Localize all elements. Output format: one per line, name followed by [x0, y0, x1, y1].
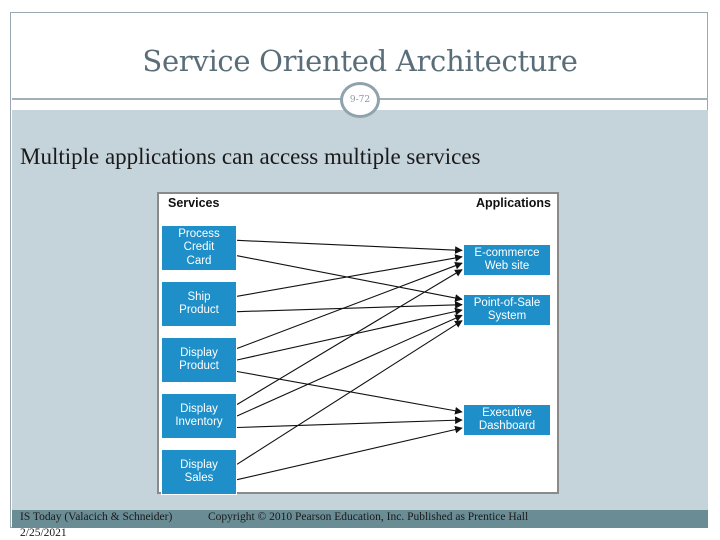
- slide-title: Service Oriented Architecture: [142, 44, 578, 78]
- connection-arrow: [236, 254, 463, 297]
- soa-diagram: Services Applications Process Credit Car…: [157, 192, 559, 495]
- connection-arrow: [236, 301, 463, 313]
- connection-arrow: [236, 307, 463, 361]
- connection-arrow: [236, 416, 463, 429]
- connection-arrow: [236, 314, 463, 417]
- application-box: Point-of-Sale System: [463, 294, 551, 326]
- connection-arrow: [236, 269, 463, 405]
- service-box: Ship Product: [161, 281, 237, 327]
- service-box-label: Process Credit Card: [178, 227, 220, 267]
- application-box-label: Executive Dashboard: [478, 406, 536, 433]
- connection-arrow: [236, 239, 463, 254]
- application-box: E-commerce Web site: [463, 244, 551, 276]
- footer-copyright: Copyright © 2010 Pearson Education, Inc.…: [208, 511, 529, 523]
- service-box-label: Display Sales: [180, 458, 218, 485]
- footer-source: IS Today (Valacich & Schneider): [20, 511, 173, 523]
- application-box-label: Point-of-Sale System: [473, 296, 541, 323]
- applications-heading: Applications: [475, 196, 551, 210]
- service-box-label: Ship Product: [179, 290, 219, 317]
- service-box: Display Sales: [161, 449, 237, 495]
- connection-lines: [236, 239, 463, 481]
- slide-subtitle: Multiple applications can access multipl…: [20, 144, 481, 169]
- connection-arrow: [236, 425, 463, 481]
- services-heading: Services: [168, 196, 220, 210]
- application-box: Executive Dashboard: [463, 404, 551, 436]
- service-box-label: Display Product: [179, 346, 219, 373]
- service-box: Process Credit Card: [161, 225, 237, 271]
- footer-bar: [12, 510, 708, 528]
- connection-arrow: [236, 370, 463, 415]
- slide-number-badge: 9-72: [340, 82, 380, 118]
- service-box: Display Product: [161, 337, 237, 383]
- application-box-label: E-commerce Web site: [474, 246, 540, 273]
- connection-arrow: [236, 262, 463, 350]
- connection-arrow: [236, 320, 463, 465]
- service-box: Display Inventory: [161, 393, 237, 439]
- service-box-label: Display Inventory: [175, 402, 223, 429]
- footer-date: 2/25/2021: [20, 527, 67, 539]
